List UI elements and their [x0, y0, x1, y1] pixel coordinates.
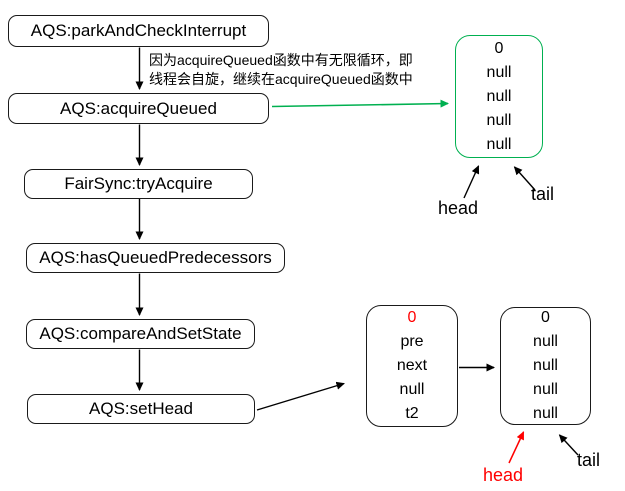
head-pointer-label-initial: head: [438, 198, 479, 218]
node-value: null: [486, 111, 512, 129]
queue-node-t2: 0 pre next null t2: [366, 305, 458, 427]
node-value: pre: [400, 333, 424, 350]
flow-box-label: AQS:compareAndSetState: [39, 324, 242, 343]
flow-box-label: AQS:parkAndCheckInterrupt: [30, 21, 247, 40]
arrow-acquirequeued-to-initial-node: [271, 99, 449, 108]
flow-box-compare-and-set-state: AQS:compareAndSetState: [26, 319, 255, 349]
initial-queue-node: 0 null null null null: [455, 35, 543, 158]
flow-box-has-queued-predecessors: AQS:hasQueuedPredecessors: [26, 243, 285, 273]
node-value: null: [399, 381, 425, 398]
flow-box-fairsync-try-acquire: FairSync:tryAcquire: [24, 169, 253, 199]
queue-node-head-after: 0 null null null null: [500, 307, 591, 425]
node-value: next: [396, 357, 428, 374]
node-value: null: [533, 357, 558, 374]
node-value: null: [533, 405, 558, 422]
annotation-line-2: 线程会自旋，继续在acquireQueued函数中: [149, 70, 413, 87]
head-pointer-label-after: head: [483, 465, 524, 485]
node-value: null: [486, 135, 512, 153]
arrow-head-pointer-after: [508, 431, 525, 464]
annotation-line-1: 因为acquireQueued函数中有无限循环，即: [149, 52, 413, 68]
node-value: 0: [407, 309, 417, 326]
flow-box-label: AQS:hasQueuedPredecessors: [39, 248, 272, 267]
arrow-tail-pointer-after: [558, 434, 579, 456]
node-value: 0: [494, 39, 504, 57]
node-value: t2: [405, 405, 419, 422]
annotation-note: 因为acquireQueued函数中有无限循环，即 线程会自旋，继续在acqui…: [149, 51, 449, 88]
node-value: null: [486, 63, 512, 81]
node-value: 0: [541, 309, 550, 326]
tail-pointer-label-initial: tail: [531, 184, 555, 204]
flow-box-set-head: AQS:setHead: [27, 394, 255, 424]
node-value: null: [486, 87, 512, 105]
arrow-head-pointer-initial: [463, 165, 480, 199]
arrow-sethead-to-t2-node: [256, 381, 345, 411]
flow-box-label: AQS:setHead: [89, 399, 193, 418]
node-value: null: [533, 333, 558, 350]
tail-pointer-label-after: tail: [577, 450, 601, 470]
flow-box-label: FairSync:tryAcquire: [64, 174, 213, 193]
flow-box-label: AQS:acquireQueued: [60, 98, 217, 118]
flow-box-acquire-queued: AQS:acquireQueued: [8, 93, 269, 124]
flow-box-park-and-check-interrupt: AQS:parkAndCheckInterrupt: [8, 15, 269, 47]
node-value: null: [533, 381, 558, 398]
